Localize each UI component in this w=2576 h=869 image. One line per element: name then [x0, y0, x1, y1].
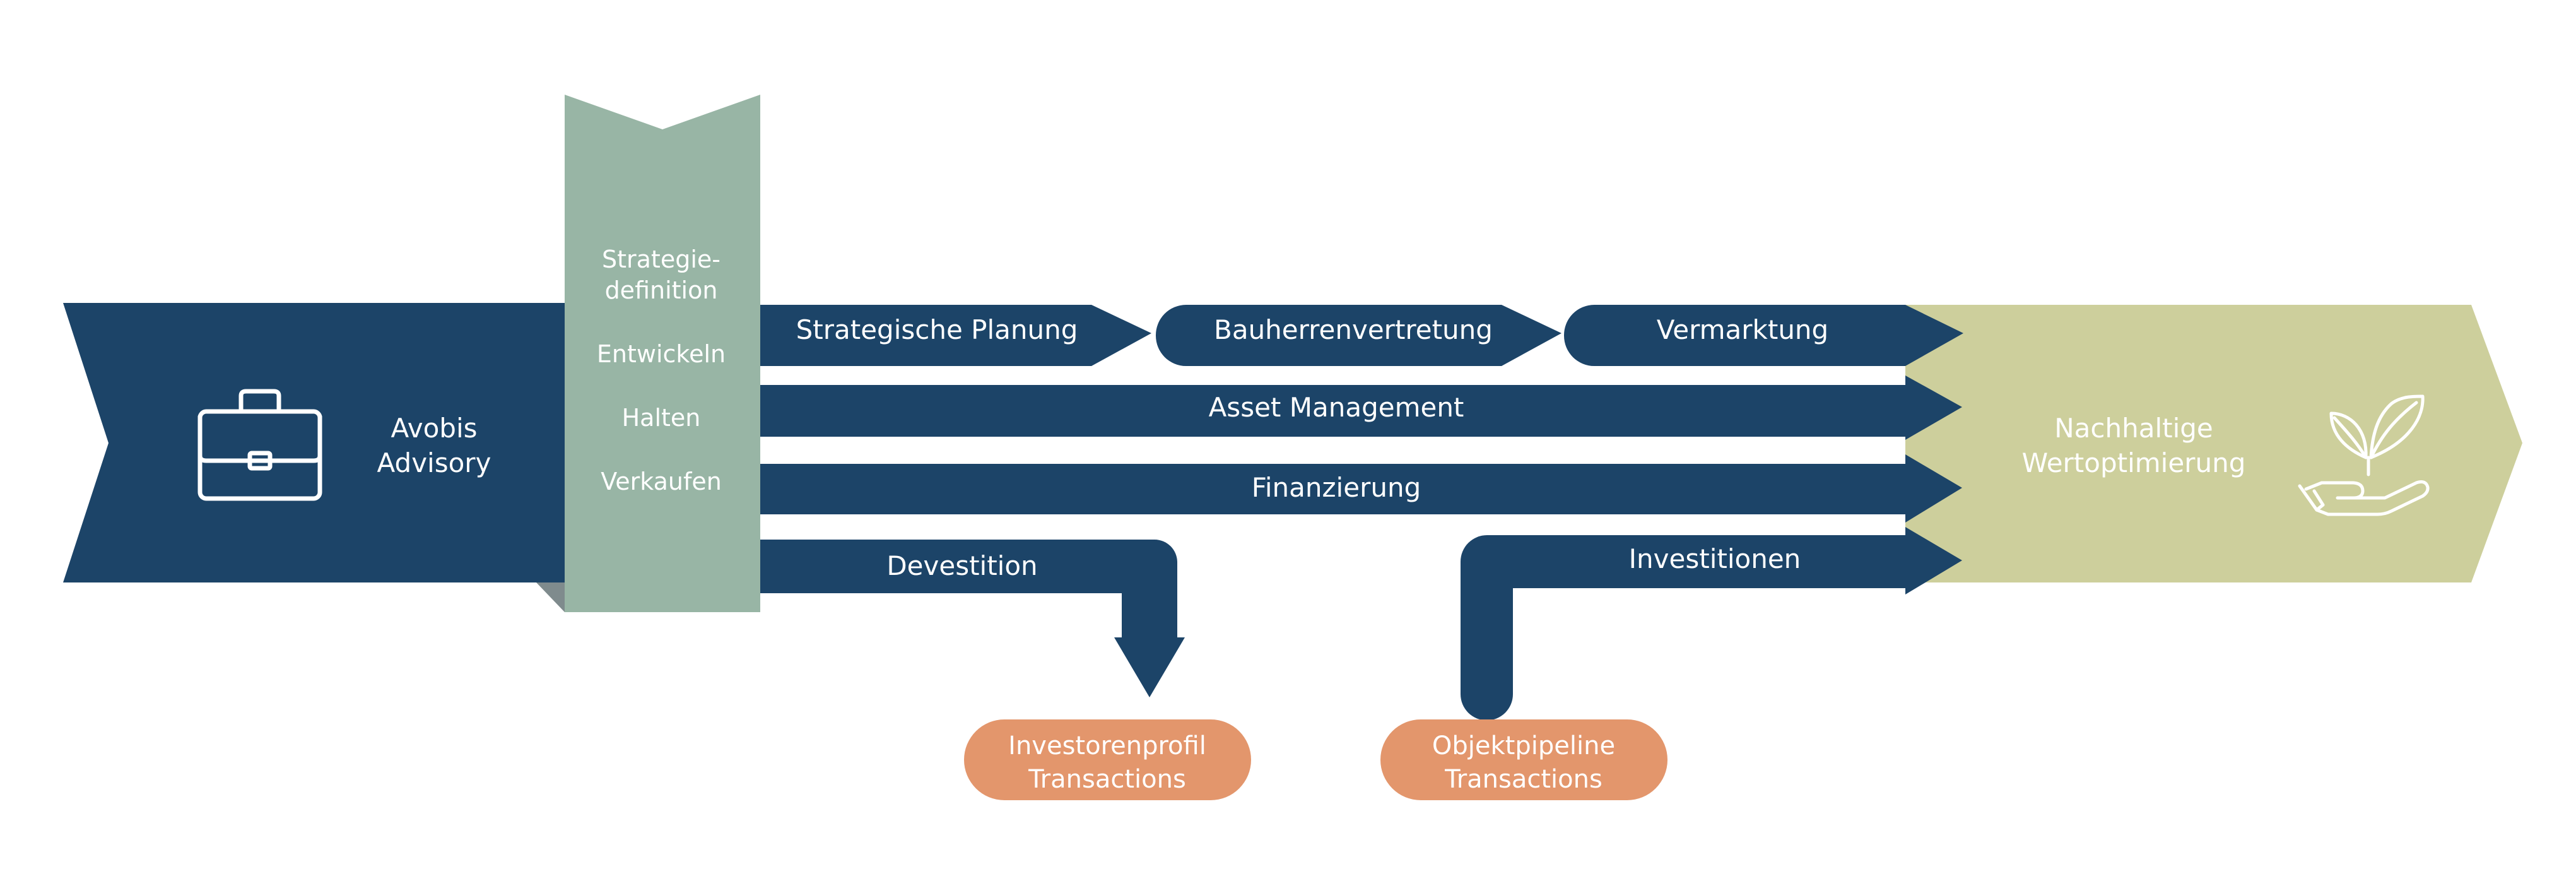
pill-investorenprofil-line2: Transactions [1028, 765, 1186, 794]
flow-label-investitionen: Investitionen [1629, 543, 1801, 574]
strategy-box-shadow [536, 582, 565, 612]
strategy-item-verkaufen: Verkaufen [601, 468, 722, 495]
flow-label-devestition: Devestition [886, 550, 1037, 581]
source-label-line1: Avobis [391, 413, 477, 444]
target-chevron [1905, 305, 2522, 582]
pill-objektpipeline-line1: Objektpipeline [1432, 731, 1615, 760]
flow-arrow-vermarktung [1563, 305, 1963, 366]
flow-arrow-devestition [760, 540, 1185, 697]
strategy-item-definition: definition [605, 276, 718, 304]
flow-label-asset-management: Asset Management [1209, 392, 1464, 423]
pill-objektpipeline [1380, 719, 1667, 800]
flow-arrow-investitionen [1461, 527, 1962, 721]
briefcase-icon [197, 389, 322, 501]
flow-arrow-finanzierung [760, 454, 1962, 523]
flow-label-strategische-planung: Strategische Planung [796, 314, 1078, 345]
flow-arrow-strategische-planung [760, 305, 1151, 366]
strategy-item-halten: Halten [622, 404, 701, 432]
target-label-line2: Wertoptimierung [2022, 447, 2246, 478]
strategy-item-entwickeln: Entwickeln [597, 340, 726, 368]
target-label-line1: Nachhaltige [2054, 413, 2213, 444]
source-label-line2: Advisory [377, 447, 491, 478]
pill-investorenprofil [964, 719, 1251, 800]
pill-investorenprofil-line1: Investorenprofil [1008, 731, 1206, 760]
source-chevron [63, 303, 565, 582]
flow-label-bauherrenvertretung: Bauherrenvertretung [1214, 314, 1493, 345]
strategy-box [565, 95, 760, 612]
pill-objektpipeline-line2: Transactions [1444, 765, 1603, 794]
flow-arrow-bauherrenvertretung [1155, 305, 1561, 366]
flow-label-finanzierung: Finanzierung [1252, 472, 1421, 503]
plant-in-hand-icon [2298, 394, 2430, 516]
flow-arrow-asset-management [760, 375, 1962, 440]
strategy-item-strategie: Strategie- [602, 245, 720, 273]
flow-label-vermarktung: Vermarktung [1657, 314, 1828, 345]
